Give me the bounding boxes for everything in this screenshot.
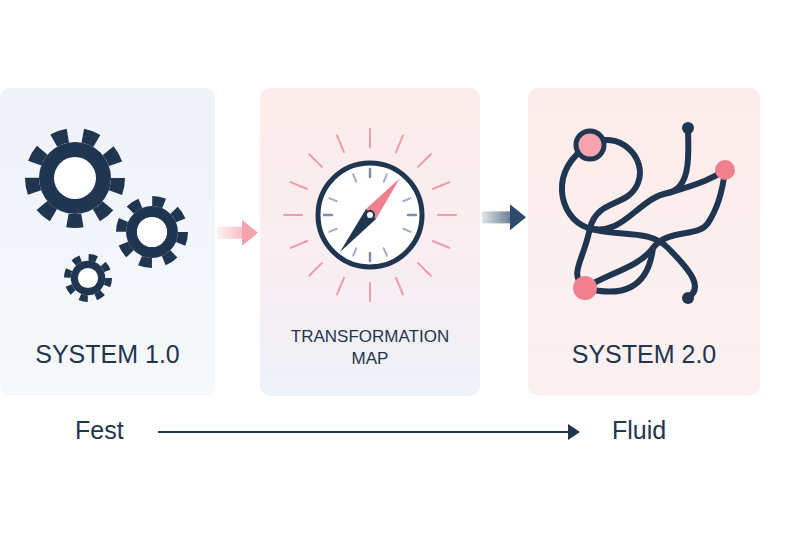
stage-panel: TRANSFORMATION MAP [260,88,480,396]
panel-title: TRANSFORMATION MAP [272,326,468,370]
scale-arrow-head [568,424,580,440]
scale-arrow-line [158,431,570,433]
panel-title: SYSTEM 1.0 [35,338,180,371]
stage-panel: SYSTEM 2.0 [528,88,760,396]
flow-arrow [482,204,526,230]
panel-title: SYSTEM 2.0 [572,338,717,371]
scale-label: Fluid [612,416,666,445]
flow-arrow [217,220,258,246]
stage-panel: SYSTEM 1.0 [0,88,215,396]
scale-label: Fest [75,416,124,445]
